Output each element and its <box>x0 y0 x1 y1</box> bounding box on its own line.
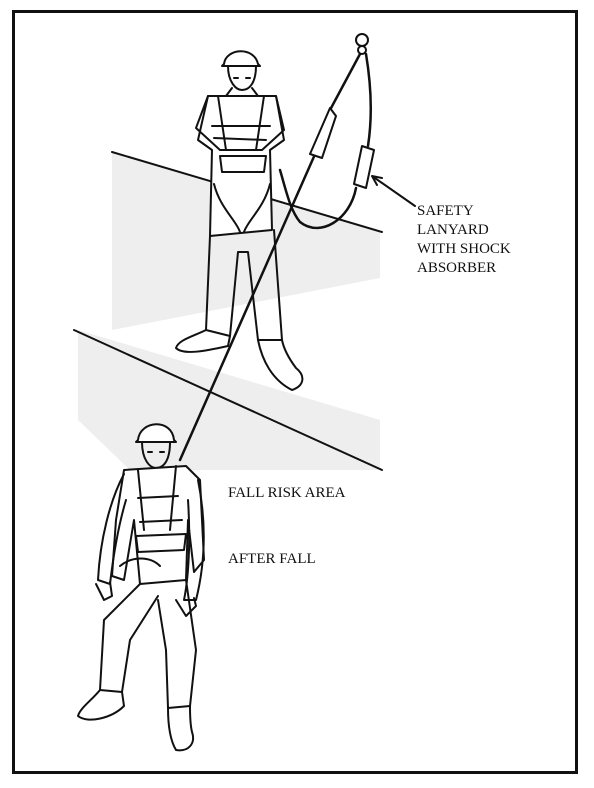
standing-worker <box>175 50 304 391</box>
lanyard-second-leg <box>278 52 373 230</box>
helmet-icon <box>135 423 177 443</box>
anchor-point <box>355 33 369 55</box>
callout-line: LANYARD <box>417 222 489 238</box>
lanyard-to-fallen-worker <box>178 52 362 462</box>
after-fall-label: AFTER FALL <box>228 551 316 567</box>
fall-risk-area-label: FALL RISK AREA <box>228 485 346 501</box>
safety-lanyard-callout: SAFETY LANYARD WITH SHOCK ABSORBER <box>417 202 537 278</box>
callout-line: WITH SHOCK <box>417 241 511 257</box>
upper-platform-shade <box>112 152 380 330</box>
fallen-worker <box>77 423 205 752</box>
shock-absorber-lower <box>353 145 375 189</box>
callout-arrow <box>371 175 416 207</box>
callout-line: SAFETY <box>417 203 474 219</box>
helmet-icon <box>221 50 261 67</box>
callout-line: ABSORBER <box>417 260 497 276</box>
lower-edge-line <box>73 329 383 471</box>
shock-absorber-upper <box>309 107 337 159</box>
